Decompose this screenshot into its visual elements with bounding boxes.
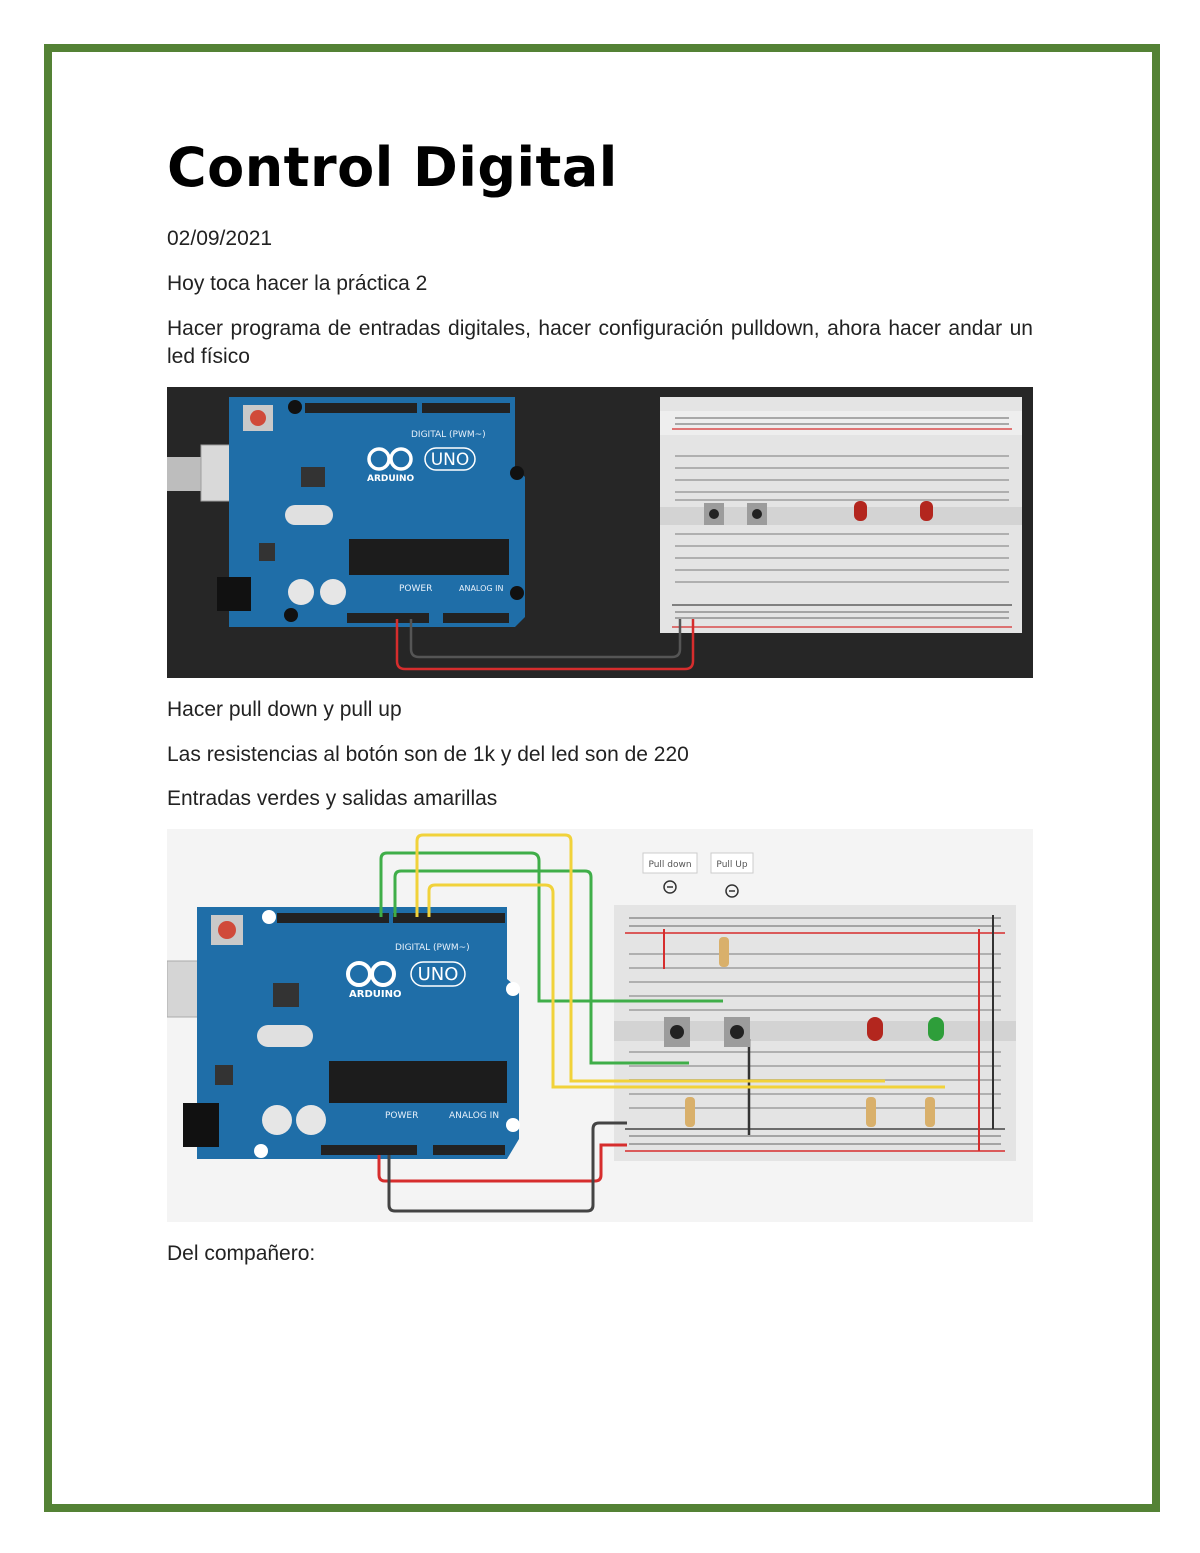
power-label: POWER — [385, 1111, 418, 1121]
wire-black — [387, 1121, 627, 1213]
paragraph-pull: Hacer pull down y pull up — [167, 698, 402, 721]
led-red — [920, 501, 933, 521]
resistor — [719, 937, 729, 967]
microcontroller-chip — [349, 539, 509, 575]
paragraph-companero: Del compañero: — [167, 1242, 316, 1265]
digital-label: DIGITAL (PWM~) — [411, 430, 486, 440]
microcontroller-chip — [329, 1061, 507, 1103]
resistor — [685, 1097, 695, 1127]
arduino-logo-icon — [346, 961, 396, 987]
arduino-logo-icon — [367, 447, 413, 471]
paragraph-resistencias: Las resistencias al botón son de 1k y de… — [167, 743, 689, 766]
wire-yellow — [427, 883, 945, 1089]
figure-circuit-2: DIGITAL (PWM~) UNO ARDUINO POWER ANALOG … — [167, 829, 1033, 1222]
circuit-diagram-2: DIGITAL (PWM~) UNO ARDUINO POWER ANALOG … — [167, 829, 1033, 1222]
led-red — [867, 1017, 883, 1041]
uno-logo-text: UNO — [418, 964, 459, 985]
resistor — [925, 1097, 935, 1127]
analog-label: ANALOG IN — [459, 584, 504, 593]
wire-green — [379, 851, 723, 1003]
label-pull-down: Pull down — [648, 860, 691, 870]
wire-black — [409, 619, 682, 659]
wire-yellow — [415, 833, 885, 1083]
document-date: 02/09/2021 — [167, 227, 273, 250]
wire-green — [393, 869, 689, 1065]
arduino-brand-text: ARDUINO — [349, 989, 401, 1000]
arduino-brand-text: ARDUINO — [367, 474, 415, 484]
paragraph-practica: Hoy toca hacer la práctica 2 — [167, 272, 428, 295]
circuit-diagram-1: DIGITAL (PWM~) UNO ARDUINO POWER ANALOG … — [167, 387, 1033, 678]
arduino-board — [197, 907, 519, 1159]
minus-icon — [663, 880, 677, 894]
figure-circuit-1: DIGITAL (PWM~) UNO ARDUINO POWER ANALOG … — [167, 387, 1033, 678]
led-green — [928, 1017, 944, 1041]
label-pull-up: Pull Up — [716, 860, 747, 870]
analog-label: ANALOG IN — [449, 1111, 499, 1121]
power-label: POWER — [399, 584, 432, 594]
page-border — [44, 44, 1160, 1512]
led-red — [854, 501, 867, 521]
digital-label: DIGITAL (PWM~) — [395, 943, 470, 953]
document-title: Control Digital — [167, 136, 618, 199]
paragraph-programa: Hacer programa de entradas digitales, ha… — [167, 317, 1033, 368]
minus-icon — [725, 884, 739, 898]
resistor — [866, 1097, 876, 1127]
wire-red — [395, 619, 695, 671]
uno-logo-text: UNO — [431, 450, 470, 470]
wire-red — [377, 1143, 627, 1183]
paragraph-entradas: Entradas verdes y salidas amarillas — [167, 787, 498, 810]
